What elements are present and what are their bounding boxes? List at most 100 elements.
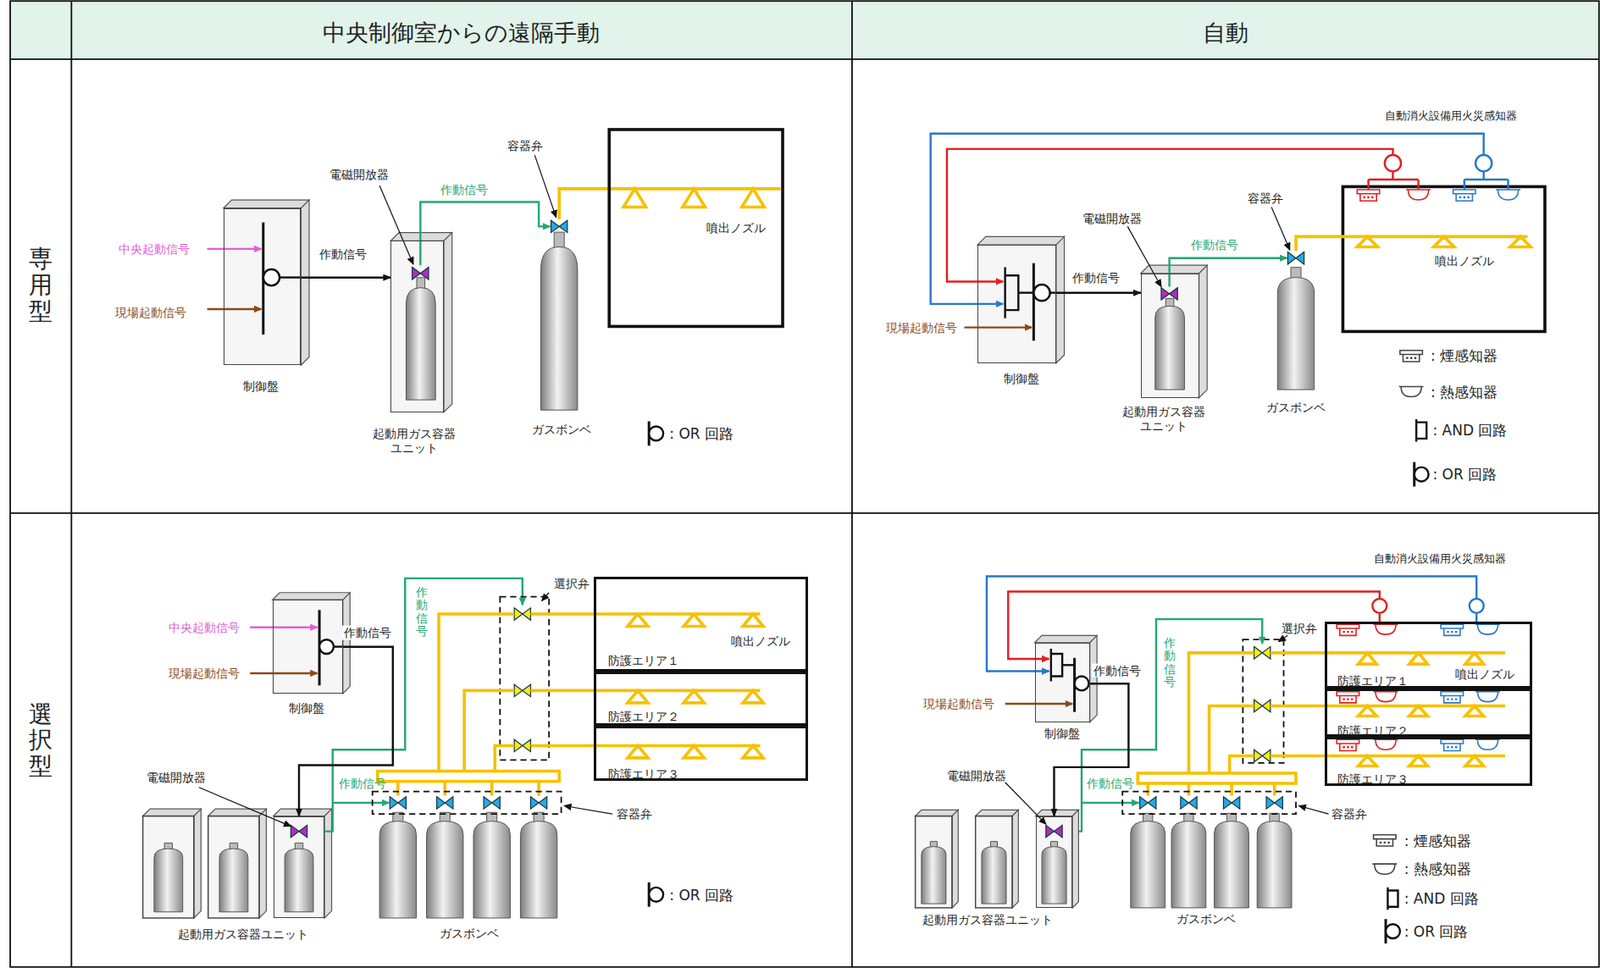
- connector-label: 作動信号: [317, 247, 369, 262]
- dedicated-auto-art: [1453, 189, 1477, 201]
- selective-manual-art: [272, 592, 351, 694]
- dedicated-auto-art: [1140, 265, 1207, 399]
- selective-auto-art: [1122, 791, 1296, 814]
- selective-auto-art: [1223, 797, 1240, 809]
- protection-area: 防護エリア３: [593, 725, 809, 781]
- selective-auto-art: [1387, 887, 1398, 910]
- selective-auto-art: [975, 816, 1013, 908]
- legend-label: : OR 回路: [1432, 465, 1497, 483]
- dedicated-auto-art: [1342, 186, 1545, 332]
- text-label: 電磁開放器: [946, 768, 1007, 783]
- dedicated-manual-art: [405, 277, 436, 400]
- selective-manual-art: [377, 771, 560, 782]
- dedicated-manual-art: [420, 201, 550, 266]
- legend-label: : OR 回路: [669, 885, 734, 903]
- legend-label: : 煙感知器: [1404, 831, 1472, 849]
- legend-label: : 熱感知器: [1404, 860, 1472, 878]
- gas-container-unit: 起動用ガス容器 ユニット: [1140, 273, 1200, 399]
- dedicated-manual-art: [541, 232, 578, 410]
- selective-auto-art: [1046, 824, 1063, 837]
- dedicated-auto-art: [1277, 267, 1314, 390]
- text-label: 噴出ノズル: [706, 220, 766, 235]
- selective-manual-art: [648, 882, 664, 908]
- gas-container-unit: 起動用ガス容器ユニット: [273, 816, 325, 919]
- legend-label: : 熱感知器: [1430, 382, 1498, 400]
- legend-text: : 熱感知器: [1430, 382, 1498, 400]
- selective-auto-art: [1336, 739, 1360, 751]
- selective-manual-art: [143, 816, 194, 919]
- table-grid: [10, 0, 1600, 60]
- selective-manual-art: [520, 812, 557, 919]
- selective-auto-art: [1180, 797, 1197, 809]
- node-text: 起動用ガス容器ユニット: [177, 927, 309, 942]
- selective-auto-art: [1256, 813, 1292, 908]
- selective-manual-art: [284, 842, 314, 912]
- selective-manual-art: [372, 791, 562, 814]
- legend-text: : 熱感知器: [1404, 860, 1472, 878]
- legend-label: : AND 回路: [1404, 890, 1479, 908]
- text-label: 現場起動信号: [115, 304, 187, 320]
- selective-manual-art: [389, 797, 406, 809]
- selective-auto-art: [1373, 739, 1399, 750]
- selective-manual-art: [219, 842, 249, 912]
- selective-manual-art: [143, 578, 764, 919]
- node-text: 防護エリア３: [608, 766, 680, 781]
- node-text: 制御盤: [288, 700, 325, 715]
- selective-auto-art: [1005, 782, 1047, 825]
- legend-text: : 煙感知器: [1404, 831, 1472, 849]
- selective-manual-art: [627, 614, 764, 626]
- control-panel: 制御盤: [223, 208, 302, 366]
- selective-auto-art: [975, 809, 1019, 908]
- dedicated-auto-art: [1475, 155, 1492, 172]
- dedicated-manual-art: [551, 220, 568, 233]
- text-label: 容器弁: [616, 807, 653, 822]
- selective-manual-art: [154, 842, 183, 912]
- text-label: 容器弁: [1247, 190, 1284, 205]
- selective-manual-art: [379, 812, 416, 919]
- vertical-label: 作動信号: [1163, 636, 1176, 690]
- selective-manual-art: [208, 816, 260, 919]
- selective-manual-art: [208, 808, 267, 919]
- legend-text: : 煙感知器: [1430, 347, 1498, 365]
- selective-auto-art: [921, 841, 947, 905]
- dedicated-auto-art: [1399, 386, 1424, 397]
- selective-auto-art: [1051, 648, 1063, 682]
- selective-auto-art: [1171, 813, 1207, 908]
- selective-manual-art: [483, 797, 500, 809]
- signal-connector: [300, 276, 391, 279]
- selective-auto-art: [1357, 653, 1484, 665]
- selective-manual-art: [499, 597, 549, 761]
- dedicated-auto-art: [1295, 236, 1528, 251]
- selective-manual-art: [426, 812, 464, 919]
- selective-auto-art: [1266, 797, 1283, 809]
- table-grid: [10, 0, 1600, 968]
- dedicated-manual-art: [390, 240, 444, 412]
- text-label: 噴出ノズル: [1434, 254, 1495, 269]
- text-label: 電磁開放器: [329, 167, 389, 183]
- legend-text: : OR 回路: [669, 885, 734, 903]
- selective-auto-art: [1130, 813, 1166, 908]
- vertical-label: 作動信号: [415, 586, 428, 639]
- text-label: 中央起動信号: [168, 620, 240, 635]
- dedicated-auto-art: [1400, 350, 1423, 362]
- selective-auto-art: [1278, 635, 1289, 642]
- connector-label: 作動信号: [1070, 270, 1122, 285]
- selective-manual-art: [273, 808, 333, 919]
- dedicated-auto-art: [1414, 462, 1429, 488]
- text-label: 電磁開放器: [1082, 210, 1142, 226]
- dedicated-auto-art: [1416, 419, 1427, 442]
- text-label: 選択弁: [553, 576, 590, 592]
- selective-manual-art: [542, 592, 549, 602]
- control-panel: 制御盤: [1035, 642, 1091, 723]
- vertical-label: 選択型: [28, 701, 53, 780]
- selective-auto-art: [1254, 749, 1271, 762]
- connector-label: 作動信号: [1091, 663, 1143, 678]
- dedicated-auto-art: [977, 236, 1064, 363]
- dedicated-auto-art: [1287, 251, 1304, 264]
- selective-manual-art: [437, 797, 454, 809]
- selective-auto-art: [1254, 647, 1271, 659]
- dedicated-manual-art: [623, 188, 765, 208]
- text-label: 容器弁: [507, 138, 543, 154]
- legend-text: : AND 回路: [1404, 890, 1479, 908]
- selective-auto-art: [1072, 619, 1263, 832]
